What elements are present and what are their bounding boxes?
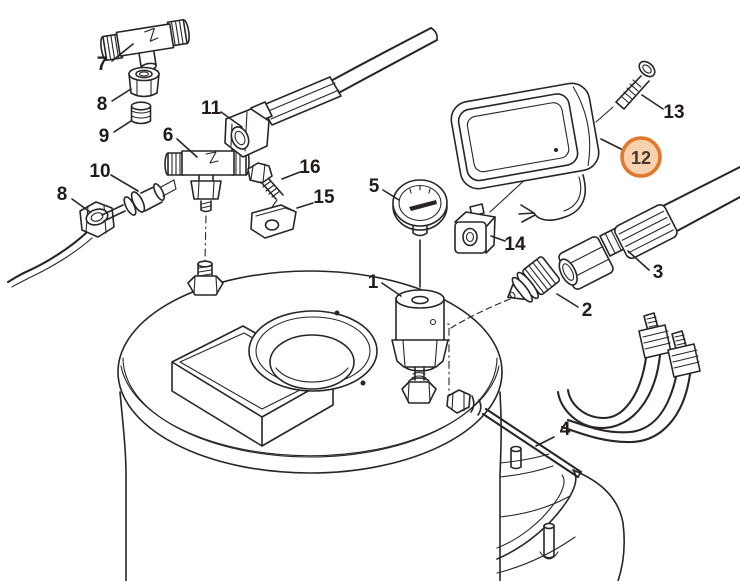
- part-6-tee-fitting: [164, 148, 250, 213]
- callout-13-label: 13: [663, 102, 684, 123]
- curved-hose-left: [556, 312, 672, 430]
- callout-4-leader: [535, 436, 555, 447]
- box-screw-dot: [554, 148, 558, 152]
- lid-screw-dot: [334, 310, 340, 316]
- callout-1-label: 1: [368, 272, 379, 293]
- callout-3-leader: [627, 250, 650, 271]
- callout-8-leader: [111, 88, 132, 102]
- part-12-pressure-switch-box: [450, 82, 600, 223]
- callout-8b-label: 8: [57, 184, 68, 205]
- callout-10-leader: [110, 174, 139, 192]
- lid-recess: [248, 310, 378, 392]
- callout-16-leader: [281, 171, 301, 180]
- part-1-tank-fitting: [391, 289, 449, 381]
- curved-hose-right: [560, 330, 701, 444]
- highlight-circle-fill[interactable]: [622, 138, 660, 176]
- hose-pair: [556, 312, 701, 444]
- callout-14-leader: [490, 235, 506, 242]
- callout-9-leader: [113, 120, 132, 133]
- callout-2-label: 2: [582, 300, 593, 321]
- part-13-screw: [595, 60, 656, 123]
- box-wire: [518, 174, 587, 223]
- part-10-sensor: [101, 179, 177, 222]
- callout-15-leader: [296, 202, 314, 209]
- callout-7-label: 7: [97, 54, 108, 75]
- callout-8-label: 8: [97, 94, 108, 115]
- callout-12-leader: [600, 138, 624, 151]
- callout-12-label: 12: [631, 148, 651, 168]
- axis-line-part2: [450, 298, 511, 329]
- container-peg: [539, 522, 559, 560]
- callout-6-leader: [176, 138, 198, 158]
- part-16-bolt: [247, 162, 284, 214]
- callout-5-label: 5: [369, 176, 380, 197]
- callout-4-label: 4: [560, 419, 571, 440]
- part-2-nipple: [507, 256, 561, 303]
- lid-nut-left: [187, 260, 224, 296]
- callout-11-leader: [220, 111, 243, 128]
- callout-6-label: 6: [163, 125, 174, 146]
- gauge-needle: [409, 200, 437, 211]
- callout-11-label: 11: [201, 98, 222, 119]
- detergent-container: [496, 445, 625, 581]
- part-15-clamp: [250, 204, 297, 239]
- callout-15-label: 15: [313, 187, 335, 208]
- part-8-union-nut: [128, 66, 160, 98]
- callout-1-leader: [381, 282, 402, 297]
- callout-10-label: 10: [89, 161, 110, 182]
- sensor-cable: [6, 231, 93, 288]
- lid-screw-dot: [360, 380, 366, 386]
- container-peg: [510, 445, 522, 470]
- axis-line-part6: [204, 215, 207, 263]
- callout-14-label: 14: [504, 234, 526, 255]
- part-9-ferrule: [130, 101, 152, 125]
- callout-13-leader: [641, 94, 664, 110]
- part-3-high-pressure-hose: [558, 165, 740, 290]
- callout-2-leader: [556, 293, 579, 308]
- part-5-pressure-gauge: [392, 179, 448, 237]
- part-4-suction-probe: [446, 389, 583, 479]
- callout-9-label: 9: [99, 126, 110, 147]
- callout-leaders: [71, 43, 664, 447]
- callout-8b-leader: [71, 198, 91, 213]
- highlight-marker-part-12[interactable]: 12: [620, 136, 662, 178]
- callout-5-leader: [382, 189, 400, 201]
- callout-16-label: 16: [299, 157, 320, 178]
- highlight-circle-ring: [620, 136, 662, 178]
- callout-7-leader: [111, 43, 134, 62]
- part-14-terminal-block: [454, 203, 496, 254]
- callout-3-label: 3: [653, 262, 664, 283]
- part-11-high-pressure-hose: [224, 26, 439, 158]
